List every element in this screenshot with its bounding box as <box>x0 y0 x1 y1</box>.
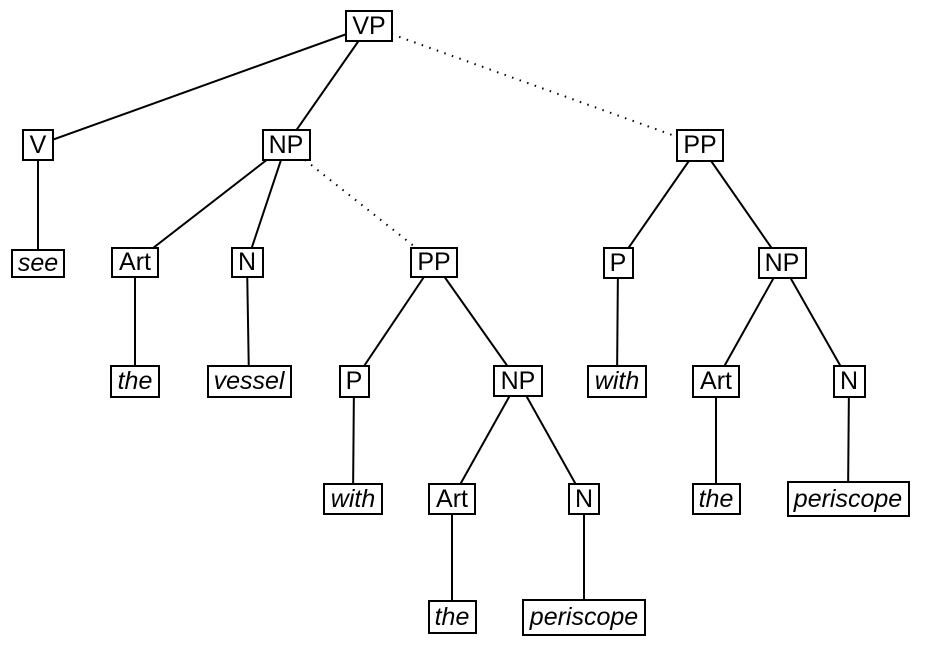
tree-node-the-low: the <box>427 600 477 634</box>
tree-edge-np-high-n-high <box>781 262 850 382</box>
tree-node-np-low: NP <box>493 365 543 397</box>
tree-node-vessel: vessel <box>206 364 292 398</box>
tree-node-n-high: N <box>832 364 866 398</box>
tree-edge-pp-high-np-high <box>699 144 783 264</box>
tree-node-the-1: the <box>110 364 160 398</box>
tree-node-vp: VP <box>345 10 393 42</box>
tree-node-art-1: Art <box>111 246 159 278</box>
tree-edge-p-high-with-high <box>616 262 619 382</box>
tree-edge-n-1-vessel <box>246 261 250 382</box>
tree-edge-np-object-pp-low-dotted <box>285 144 435 263</box>
tree-edge-vp-v <box>37 25 370 146</box>
tree-node-the-high: the <box>691 483 741 515</box>
tree-node-n-low: N <box>568 483 600 515</box>
tree-edge-p-low-with-low <box>352 380 355 500</box>
tree-node-p-low: P <box>338 364 370 398</box>
tree-node-p-high: P <box>602 247 634 279</box>
tree-node-pp-high: PP <box>676 128 724 162</box>
tree-edge-vp-np-object <box>285 25 370 146</box>
tree-edge-np-high-art-high <box>715 262 783 382</box>
tree-node-n-1: N <box>230 246 264 278</box>
tree-edge-np-low-art-low <box>451 380 519 500</box>
tree-node-periscope-low: periscope <box>522 598 646 636</box>
tree-edge-n-high-periscope-high <box>847 380 850 500</box>
tree-edge-pp-low-p-low <box>353 261 435 382</box>
tree-edge-pp-low-np-low <box>433 261 519 382</box>
tree-node-periscope-high: periscope <box>786 481 910 517</box>
tree-node-v: V <box>22 129 54 161</box>
tree-node-np-object: NP <box>261 129 311 161</box>
tree-node-with-low: with <box>323 483 383 515</box>
tree-edge-pp-high-p-high <box>617 144 701 264</box>
tree-node-pp-low: PP <box>410 246 458 278</box>
tree-node-with-high: with <box>587 364 647 398</box>
tree-node-see: see <box>11 248 65 278</box>
tree-node-art-low: Art <box>428 483 476 515</box>
tree-edge-np-object-n-1 <box>246 144 287 263</box>
tree-edge-np-object-art-1 <box>134 144 287 263</box>
tree-edge-vp-pp-high-dotted <box>368 25 701 146</box>
tree-edge-np-low-n-low <box>517 380 585 500</box>
tree-node-np-high: NP <box>757 247 807 279</box>
tree-node-art-high: Art <box>692 364 740 398</box>
